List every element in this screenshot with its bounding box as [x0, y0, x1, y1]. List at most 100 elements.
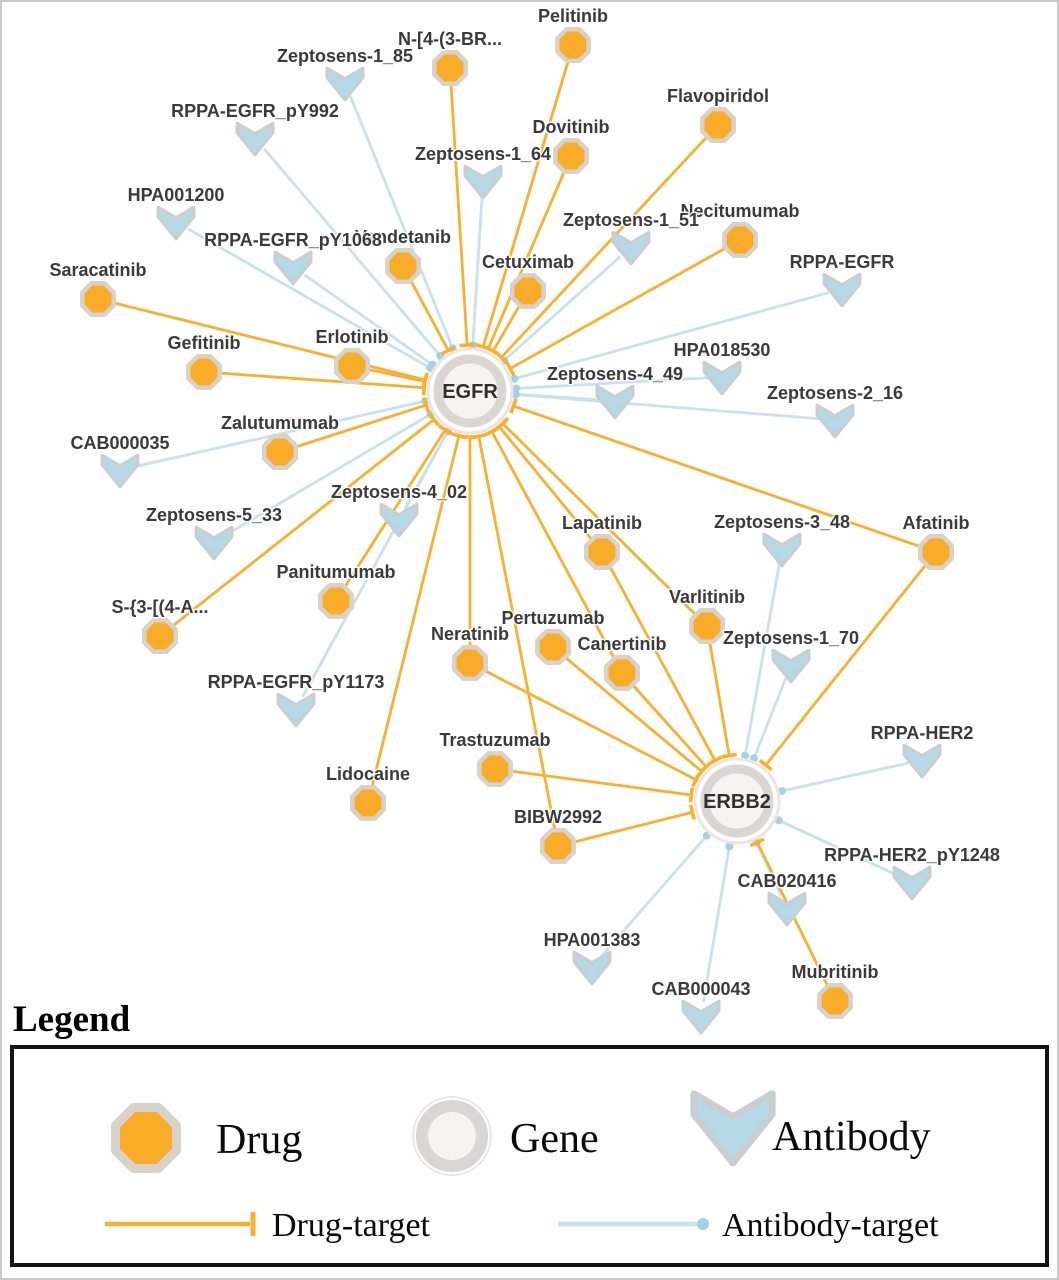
- antibody-node-chevron: [892, 865, 932, 901]
- antibody-label: Zeptosens-1_51: [563, 210, 699, 230]
- antibody-node-chevron: [273, 250, 313, 286]
- antibody-node-chevron: [611, 230, 651, 266]
- node-CAB020416: [767, 891, 807, 927]
- node-Saracatinib: [80, 281, 116, 317]
- drug-label: Necitumumab: [680, 201, 799, 221]
- node-Erlotinib: [334, 348, 370, 384]
- drug-label: Saracatinib: [49, 260, 146, 280]
- antibody-label: RPPA-EGFR: [790, 252, 895, 272]
- antibody-label: Zeptosens-1_70: [723, 628, 859, 648]
- drug-legend-icon: [111, 1103, 181, 1173]
- node-CAB000035: [100, 453, 140, 489]
- node-CAB000043: [681, 999, 721, 1035]
- antibody-label: Zeptosens-2_16: [767, 383, 903, 403]
- edge-Zeptosens-1_51-EGFR: [503, 255, 622, 362]
- edge-Neratinib-ERBB2: [483, 669, 697, 782]
- drug-label: Pelitinib: [538, 6, 608, 26]
- antibody-label: Zeptosens-5_33: [146, 505, 282, 525]
- drug-node-octagon: [553, 138, 589, 174]
- drug-node-octagon: [584, 534, 620, 570]
- edge-Saracatinib-EGFR: [113, 301, 426, 382]
- node-Zeptosens-1_51: [611, 230, 651, 266]
- edge-Varlitinib-ERBB2: [708, 641, 731, 756]
- drug-node-octagon: [142, 618, 178, 654]
- antibody-label: Zeptosens-3_48: [714, 512, 850, 532]
- drug-label: Lidocaine: [326, 764, 410, 784]
- edge-CAB000043-ERBB2: [701, 846, 731, 1003]
- antibody-edge-dot: [725, 842, 734, 851]
- node-Lidocaine: [350, 785, 386, 821]
- node-HPA018530: [702, 360, 742, 396]
- antibody-node-chevron: [822, 272, 862, 308]
- drug-node-octagon: [817, 983, 853, 1019]
- node-HPA001383: [572, 950, 612, 986]
- drug-label: Zalutumumab: [221, 413, 339, 433]
- node-Zeptosens-1_85: [325, 66, 365, 102]
- node-Mubritinib: [817, 983, 853, 1019]
- edge-Trastuzumab-ERBB2: [510, 769, 692, 797]
- drug-node-octagon: [385, 248, 421, 284]
- antibody-legend-icon: [690, 1090, 776, 1167]
- drug-label: Flavopiridol: [667, 86, 769, 106]
- edge-BIBW2992-ERBB2: [573, 810, 693, 844]
- node-Zeptosens-4_49: [595, 384, 635, 420]
- drug-label: Lapatinib: [562, 513, 642, 533]
- inhibition-tee: [422, 397, 431, 413]
- node-Neratinib: [452, 645, 488, 681]
- edge-Zeptosens-1_85-EGFR: [348, 95, 454, 349]
- antibody-label: Zeptosens-4_02: [331, 482, 467, 502]
- drug-label: Neratinib: [431, 624, 509, 644]
- edge-RPPA-HER2_pY1248-ERBB2: [778, 819, 900, 878]
- drug-label: Vandetanib: [355, 227, 451, 247]
- drug-node-octagon: [350, 785, 386, 821]
- antibody-node-chevron: [194, 525, 234, 561]
- node-Pelitinib: [555, 27, 591, 63]
- drug-node-octagon: [604, 655, 640, 691]
- edge-Lapatinib-EGFR: [498, 425, 593, 541]
- edge-RPPA-EGFR_pY992-EGFR: [262, 147, 442, 357]
- inhibition-tee: [504, 361, 516, 376]
- node-Panitumumab: [318, 583, 354, 619]
- antibody-node-chevron: [325, 66, 365, 102]
- edge-Zalutumumab-EGFR: [294, 403, 427, 449]
- edge-Zeptosens-3_48-ERBB2: [743, 562, 781, 756]
- drug-node-octagon: [334, 348, 370, 384]
- node-Zeptosens-4_02: [379, 502, 419, 538]
- antibody-edge-dot: [777, 787, 786, 796]
- drug-label: Afatinib: [903, 513, 970, 533]
- drug-node-octagon: [555, 27, 591, 63]
- antibody-node-chevron: [463, 164, 503, 200]
- node-Necitumumab: [722, 222, 758, 258]
- gene-legend-icon: [416, 1100, 488, 1172]
- node-Cetuximab: [510, 273, 546, 309]
- antibody-label: HPA018530: [674, 340, 771, 360]
- antibody-label: RPPA-HER2_pY1248: [824, 845, 1000, 865]
- edge-Necitumumab-EGFR: [509, 246, 727, 370]
- node-RPPA-EGFR: [822, 272, 862, 308]
- drug-label: S-{3-[(4-A...: [111, 597, 208, 617]
- node-HPA001200: [156, 205, 196, 241]
- drug-node-octagon: [318, 583, 354, 619]
- edge-Lapatinib-ERBB2: [608, 565, 717, 762]
- edge-Gefitinib-EGFR: [219, 371, 425, 390]
- node-Zeptosens-2_16: [815, 403, 855, 439]
- antibody-node-chevron: [771, 648, 811, 684]
- edge-Canertinib-ERBB2: [631, 683, 708, 768]
- antibody-edge-dot: [511, 384, 520, 393]
- drug-node-octagon: [918, 534, 954, 570]
- inhibition-tee: [485, 345, 501, 357]
- node-RPPA-HER2: [902, 743, 942, 779]
- gene-label: ERBB2: [703, 791, 771, 813]
- node-Afatinib: [918, 534, 954, 570]
- drug-label: Dovitinib: [533, 117, 610, 137]
- node-Lapatinib: [584, 534, 620, 570]
- antibody-node-chevron: [595, 384, 635, 420]
- drug-label: Gefitinib: [168, 333, 241, 353]
- node-RPPA-EGFR_pY1068: [273, 250, 313, 286]
- edge-RPPA-EGFR_pY1173-EGFR: [301, 430, 450, 698]
- drug-label: Panitumumab: [276, 562, 395, 582]
- edge-Zeptosens-1_70-ERBB2: [752, 677, 788, 759]
- drug-node-octagon: [535, 629, 571, 665]
